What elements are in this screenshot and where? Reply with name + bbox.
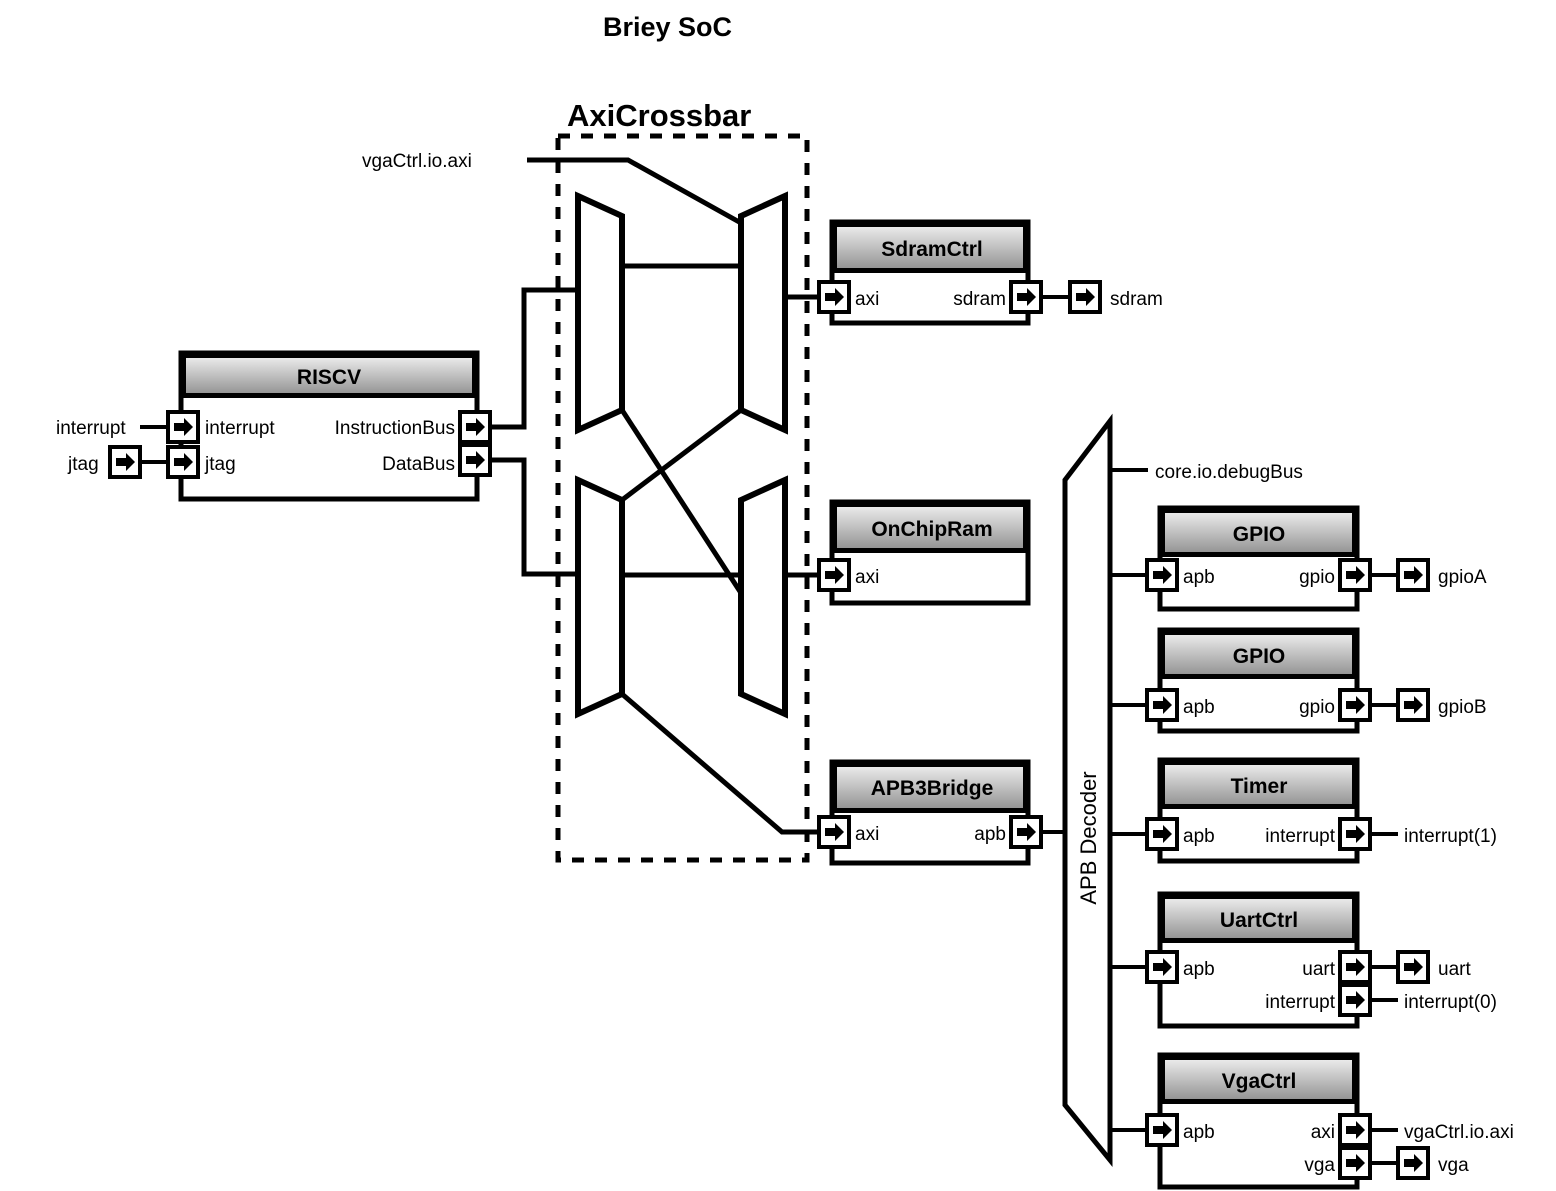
port-icon-vgactrl-vga-out[interactable] [1338,1146,1372,1180]
port-icon-vgactrl-apb-in[interactable] [1145,1113,1179,1147]
port-icon-riscv-jtag-in[interactable] [166,445,200,479]
port-icon-riscv-databus-out[interactable] [458,443,492,477]
port-icon-gpioa-external[interactable] [1396,558,1430,592]
block-title-riscv: RISCV [297,366,361,389]
port-icon-gpio-a-gpio-out[interactable] [1338,558,1372,592]
external-label-jtag: jtag [67,454,99,475]
port-icon-onchipram-axi-in[interactable] [817,558,851,592]
port-icon-sdram-external[interactable] [1068,280,1102,314]
block-title-sdramctrl: SdramCtrl [881,238,983,261]
port-icon-uart-external[interactable] [1396,950,1430,984]
port-label-uartctrl-interrupt: interrupt [1265,992,1335,1013]
port-icon-uartctrl-apb-in[interactable] [1145,950,1179,984]
port-icon-uartctrl-interrupt-out[interactable] [1338,983,1372,1017]
port-label-gpio-a-apb: apb [1183,567,1215,588]
external-label-uart: uart [1438,959,1471,980]
apb-bus-wires [1041,468,1148,1132]
block-title-timer: Timer [1231,775,1288,798]
block-title-uartctrl: UartCtrl [1220,909,1298,932]
port-label-riscv-interrupt: interrupt [205,418,275,439]
riscv-external-wires [140,425,168,464]
port-label-timer-apb: apb [1183,826,1215,847]
external-label-interrupt0: interrupt(0) [1404,992,1497,1013]
port-icon-uartctrl-uart-out[interactable] [1338,950,1372,984]
block-vgactrl[interactable]: VgaCtrl apb axi vga [1145,1052,1372,1190]
port-icon-gpiob-external[interactable] [1396,688,1430,722]
external-label-interrupt1: interrupt(1) [1404,826,1497,847]
block-sdramctrl[interactable]: SdramCtrl axi sdram [817,219,1043,326]
vga-out-wires [1370,1128,1398,1165]
block-onchipram[interactable]: OnChipRam axi [817,499,1031,606]
external-label-interrupt: interrupt [56,418,126,439]
block-apb3bridge[interactable]: APB3Bridge axi apb [817,759,1043,866]
port-icon-gpio-a-apb-in[interactable] [1145,558,1179,592]
page-title: Briey SoC [603,12,732,42]
crossbar-mux-bottom-left [575,475,625,719]
axi-crossbar-boundary [555,133,810,863]
apb-decoder[interactable]: APB Decoder [1062,413,1113,1168]
port-label-gpio-b-apb: apb [1183,697,1215,718]
port-label-sdramctrl-sdram: sdram [953,289,1006,310]
port-label-sdramctrl-axi: axi [855,289,879,310]
crossbar-mux-top-right [738,191,788,435]
crossbar-mux-bottom-right [738,475,788,719]
port-icon-riscv-interrupt-in[interactable] [166,410,200,444]
crossbar-internal-wires [488,157,820,835]
port-label-vgactrl-apb: apb [1183,1122,1215,1143]
block-gpio-b[interactable]: GPIO apb gpio [1145,627,1372,734]
apb-decoder-label: APB Decoder [1076,771,1101,904]
port-icon-vgactrl-axi-out[interactable] [1338,1113,1372,1147]
external-label-vga: vga [1438,1155,1469,1176]
port-icon-jtag-external[interactable] [108,445,142,479]
port-icon-riscv-instructionbus-out[interactable] [458,410,492,444]
block-riscv[interactable]: RISCV interrupt jtag InstructionBus Data… [166,350,492,502]
port-icon-gpio-b-apb-in[interactable] [1145,688,1179,722]
port-label-timer-interrupt: interrupt [1265,826,1335,847]
block-title-gpio-a: GPIO [1233,523,1286,546]
port-icon-sdramctrl-axi-in[interactable] [817,280,851,314]
crossbar-label: AxiCrossbar [567,98,751,133]
block-title-vgactrl: VgaCtrl [1222,1070,1297,1093]
block-uartctrl[interactable]: UartCtrl apb uart interrupt [1145,891,1372,1029]
block-title-gpio-b: GPIO [1233,645,1286,668]
block-title-apb3bridge: APB3Bridge [871,777,994,800]
port-label-gpio-a-gpio: gpio [1299,567,1335,588]
port-icon-sdramctrl-sdram-out[interactable] [1009,280,1043,314]
uart-out-wires [1370,965,1398,1002]
external-label-vga-axi: vgaCtrl.io.axi [1404,1122,1514,1143]
port-label-gpio-b-gpio: gpio [1299,697,1335,718]
port-label-riscv-jtag: jtag [204,454,236,475]
port-icon-gpio-b-gpio-out[interactable] [1338,688,1372,722]
port-label-vgactrl-axi: axi [1311,1122,1335,1143]
external-label-vga-axi-top: vgaCtrl.io.axi [362,151,472,172]
port-label-riscv-instructionbus: InstructionBus [335,418,455,439]
port-label-onchipram-axi: axi [855,567,879,588]
port-label-apb3bridge-apb: apb [974,824,1006,845]
port-icon-timer-apb-in[interactable] [1145,817,1179,851]
port-label-uartctrl-apb: apb [1183,959,1215,980]
external-label-gpioB: gpioB [1438,697,1487,718]
external-label-gpioA: gpioA [1438,567,1487,588]
port-label-vgactrl-vga: vga [1304,1155,1335,1176]
port-label-riscv-databus: DataBus [382,454,455,475]
external-label-sdram: sdram [1110,289,1163,310]
crossbar-mux-top-left [575,191,625,435]
port-icon-apb3bridge-axi-in[interactable] [817,815,851,849]
external-label-debugbus: core.io.debugBus [1155,462,1303,483]
block-title-onchipram: OnChipRam [871,518,992,541]
port-label-uartctrl-uart: uart [1302,959,1335,980]
port-icon-vga-external[interactable] [1396,1146,1430,1180]
port-icon-apb3bridge-apb-out[interactable] [1009,815,1043,849]
port-label-apb3bridge-axi: axi [855,824,879,845]
block-gpio-a[interactable]: GPIO apb gpio [1145,505,1372,612]
block-timer[interactable]: Timer apb interrupt [1145,757,1372,864]
port-icon-timer-interrupt-out[interactable] [1338,817,1372,851]
